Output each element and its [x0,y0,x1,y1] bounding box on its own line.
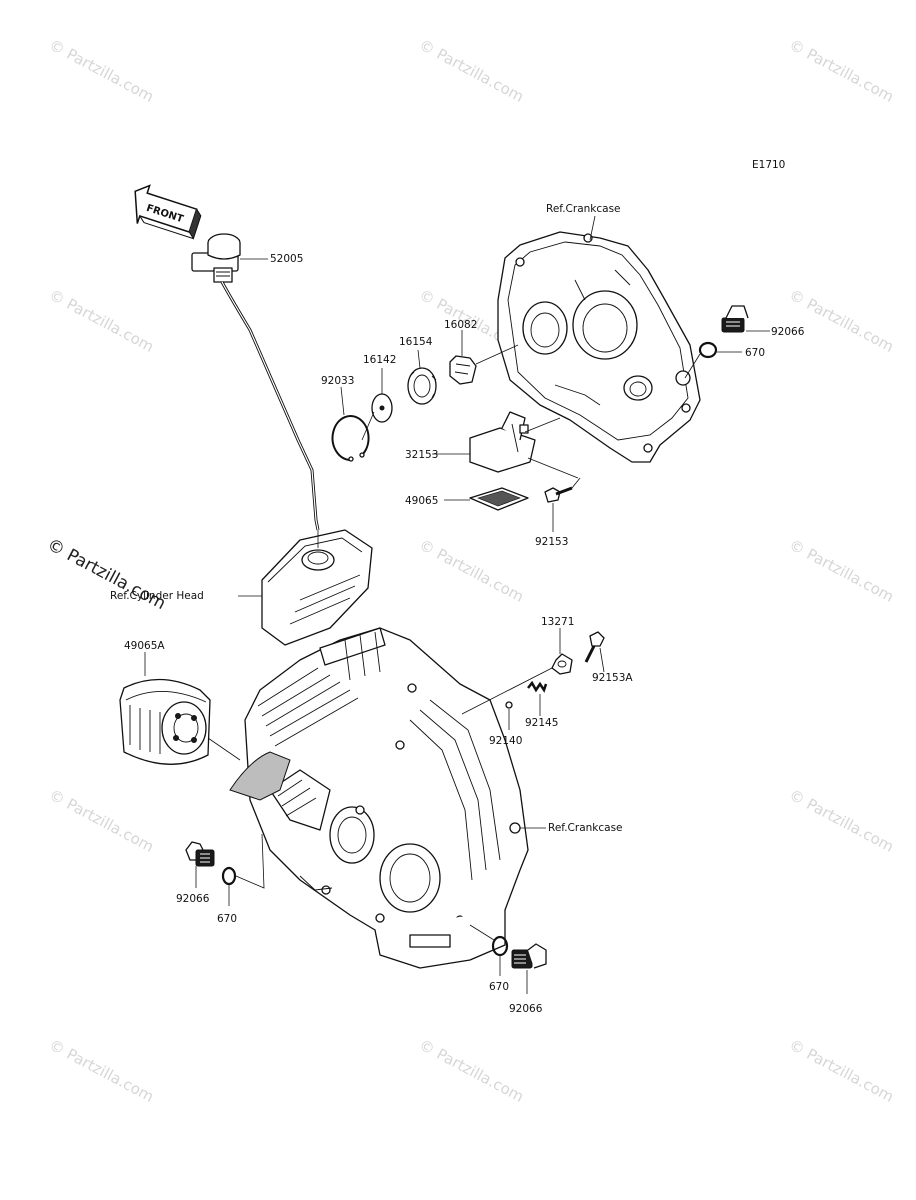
watermark: © Partzilla.com [416,1036,527,1106]
crankcase-block-ref [229,627,529,969]
callout-16142: 16142 [363,354,396,366]
watermark: © Partzilla.com [786,36,897,106]
circlip-92033[interactable] [331,415,370,462]
watermark: © Partzilla.com [46,786,157,856]
o-ring-bottom[interactable] [491,935,509,957]
callout-92145: 92145 [525,717,558,729]
callout-49065A: 49065A [124,640,165,652]
bolt-92153A[interactable] [584,631,605,663]
watermark: © Partzilla.com [786,786,897,856]
drain-plug-bottom[interactable] [511,943,547,969]
pump-cover-32153[interactable] [469,411,536,473]
callout-92066-right: 92066 [771,326,805,338]
callout-ref-crankcase-top: Ref.Crankcase [546,203,621,215]
callout-52005: 52005 [270,253,303,265]
callout-ref-crankcase-bottom: Ref.Crankcase [548,822,623,834]
callout-670-right: 670 [745,347,765,359]
callout-49065: 49065 [405,495,438,507]
drain-plug-right[interactable] [721,305,749,333]
spring-92145[interactable] [527,680,548,693]
callout-32153: 32153 [405,449,438,461]
oil-filter-49065A[interactable] [119,678,211,765]
callout-92140: 92140 [489,735,522,747]
callout-ref-cylinder-head: Ref.Cylinder Head [110,590,204,602]
watermark: © Partzilla.com [786,286,897,356]
watermark: © Partzilla.com [46,36,157,106]
check-ball-92140[interactable] [505,701,513,709]
callout-92153: 92153 [535,536,568,548]
callout-16154: 16154 [399,336,433,348]
cylinder-head-ref [261,529,373,646]
callout-92153A: 92153A [592,672,633,684]
watermark: © Partzilla.com [46,286,157,356]
watermark-dark: © Partzilla.com [44,535,169,614]
watermark: © Partzilla.com [46,1036,157,1106]
o-ring-right[interactable] [698,341,718,359]
diagram-code: E1710 [752,159,785,171]
callout-16082: 16082 [444,319,477,331]
watermark: © Partzilla.com [786,1036,897,1106]
callout-92033: 92033 [321,375,354,387]
front-arrow: FRONT [134,184,202,240]
callout-670-bottom: 670 [489,981,509,993]
o-ring-left[interactable] [221,866,237,886]
oil-screen-49065[interactable] [469,487,529,511]
watermark: © Partzilla.com [786,536,897,606]
pump-plate-16142[interactable] [371,393,393,423]
pipe-13271[interactable] [551,653,573,675]
pump-rotor-16154[interactable] [407,367,437,405]
callout-92066-left: 92066 [176,893,210,905]
callout-13271: 13271 [541,616,574,628]
drain-plug-left[interactable] [185,841,215,867]
callout-670-left: 670 [217,913,237,925]
watermark: © Partzilla.com [416,536,527,606]
crankcase-cover-ref [497,231,701,463]
callout-92066-bottom: 92066 [509,1003,543,1015]
watermark: © Partzilla.com [416,36,527,106]
bolt-92153[interactable] [544,486,573,503]
dipstick-part[interactable] [191,233,320,531]
pump-gear-16082[interactable] [449,355,477,385]
